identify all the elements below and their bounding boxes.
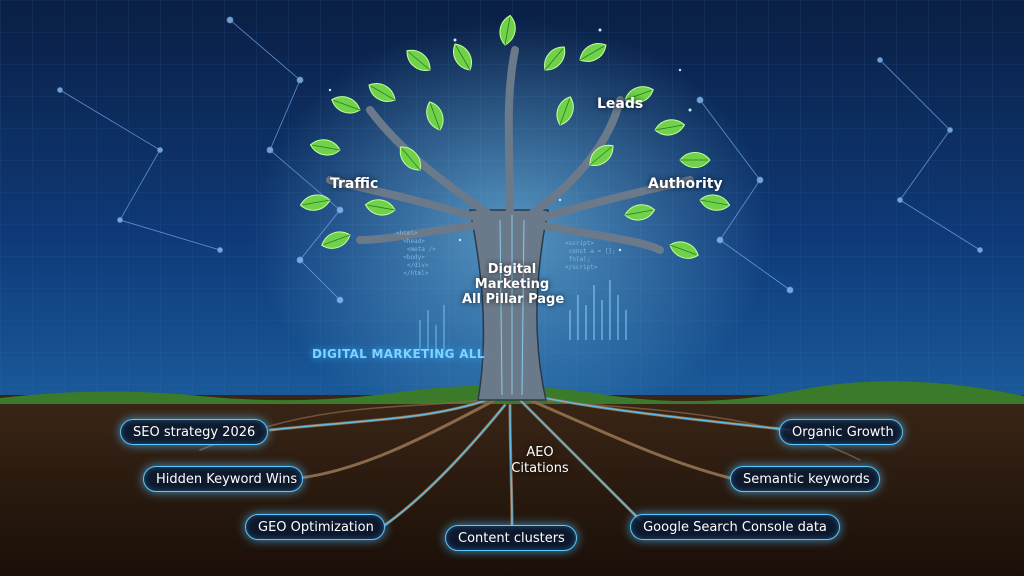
root-pill-seo-strategy: SEO strategy 2026 [120,419,268,445]
root-glow-lines [269,394,791,526]
root-pill-organic-growth: Organic Growth [779,419,903,445]
trunk-label-line2: Marketing [474,277,550,292]
code-snippet-right: <script> const a = []; fn(a); </script> [565,240,616,271]
aeo-line1: AEO [526,445,554,460]
root-pill-content-clusters: Content clusters [445,525,577,551]
branches [326,46,694,254]
branch-label-traffic: Traffic [330,176,379,192]
digital-marketing-banner: DIGITAL MARKETING ALL [312,347,485,361]
root-pill-hidden-keyword-wins: Hidden Keyword Wins [143,466,303,492]
branch-label-leads: Leads [597,96,644,112]
aeo-line2: Citations [511,461,569,476]
data-bars-left [419,305,445,350]
trunk-label: Digital Marketing All Pillar Page [462,262,565,307]
tree-trunk [469,209,549,401]
root-pill-semantic-keywords: Semantic keywords [730,466,880,492]
root-pill-geo-optimization: GEO Optimization [245,514,385,540]
network-right [696,57,983,294]
root-label-aeo-citations: AEO Citations [505,445,575,477]
network-left [57,16,344,304]
root-pill-gsc-data: Google Search Console data [630,514,840,540]
trunk-label-line3: All Pillar Page [462,292,565,307]
sparkles [328,28,692,252]
trunk-circuit-lines [499,215,525,396]
branch-label-authority: Authority [648,176,723,192]
trunk-label-line1: Digital [487,262,537,277]
data-bars-right [569,280,627,340]
code-snippet-left: <html> <head> <meta /> <body> </div> </h… [396,230,436,277]
